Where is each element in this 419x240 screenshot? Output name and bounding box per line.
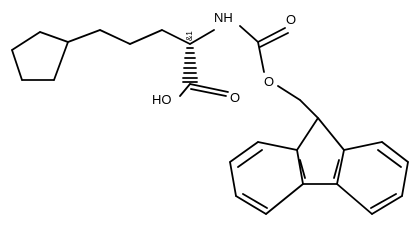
bond [333,159,340,179]
bond [237,149,263,168]
bond-nh-carbonyl [239,25,259,43]
bond-ester-o-ch2 [277,85,301,101]
bond [53,41,69,81]
nh-label: NH [214,10,233,25]
bond [371,195,403,215]
bond [381,141,409,163]
bond-to-oh [179,83,191,97]
bond [11,31,41,51]
bond [161,29,191,45]
bond [377,149,402,168]
bond [336,183,373,215]
alpha-carbon-group [179,29,229,97]
stereo-label: &1 [185,31,194,41]
bond [11,49,23,81]
pentanoyl-chain [67,29,191,45]
stereo-hashed-wedge [182,47,198,83]
acid-carbonyl-oxygen-label: O [230,90,240,105]
bond [235,195,267,215]
bond-ch2-c9 [299,99,319,119]
bond [299,159,306,179]
bond-to-nh [189,29,215,45]
bond [296,117,319,151]
bond [99,29,131,45]
bond [370,193,397,209]
chemical-structure: NH O O HO O &1 [11,10,409,215]
bond-carbonyl-ester-o [257,41,265,73]
bond-to-acid-o-double [190,88,227,97]
bond [401,161,409,197]
cyclopentyl-ring [11,31,69,81]
bond [336,149,345,185]
bond [67,29,101,43]
hydroxyl-label: HO [152,92,172,107]
bond [343,141,383,151]
carbamate-group [239,25,319,119]
bond-to-acid-o [189,83,229,93]
bond [242,193,268,209]
bond [229,141,259,163]
bond [317,117,345,151]
carbonyl-oxygen-label: O [286,12,296,27]
bond-carbonyl-o [257,27,286,43]
bond [129,29,163,45]
ester-oxygen-label: O [264,74,274,89]
bond-carbonyl-o-double [259,32,289,48]
bond [296,149,304,185]
fluorenyl-group [229,117,409,215]
bond [265,183,304,215]
bond [229,161,237,197]
bond [39,31,69,43]
left-benzene-ring [229,141,306,215]
bond [257,141,298,151]
right-benzene-ring [333,141,409,215]
